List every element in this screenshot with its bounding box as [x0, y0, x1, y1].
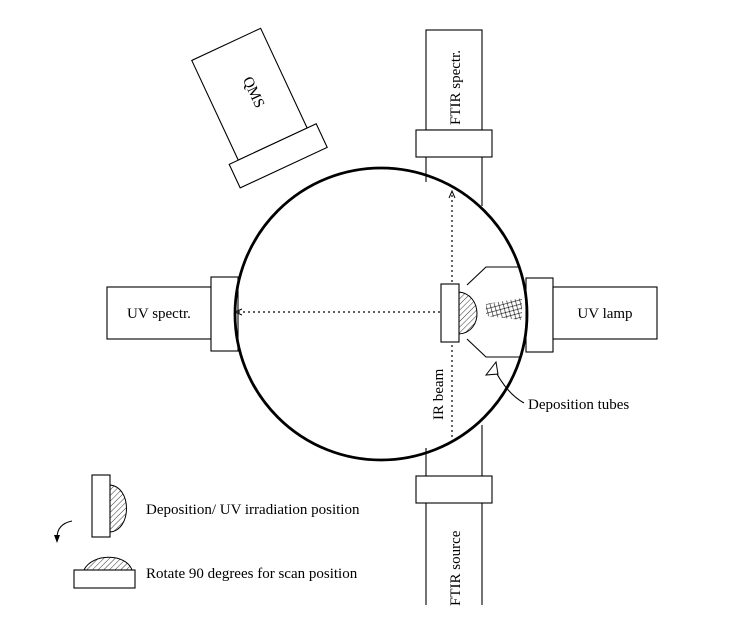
deposition-tubes-label: Deposition tubes [528, 397, 629, 413]
qms-flange [228, 123, 328, 189]
qms: QMS [191, 27, 328, 189]
legend-scan-item: Rotate 90 degrees for scan position [73, 556, 358, 589]
ftir-spectrometer: FTIR spectr. [415, 29, 493, 206]
vacuum-chamber [233, 166, 529, 462]
uv-spectrometer: UV spectr. [106, 276, 239, 352]
ftir-source-flange [415, 475, 493, 504]
legend-deposition-item: Deposition/ UV irradiation position [91, 474, 360, 538]
uv-lamp-flange [525, 277, 554, 353]
rotate-arrow-icon [54, 520, 73, 543]
uv-spectr-label: UV spectr. [127, 306, 191, 322]
ftir-spectr-flange [415, 129, 493, 158]
deposition-tubes: Deposition tubes [466, 266, 629, 413]
deposition-spray [486, 298, 522, 320]
ir-beam-label: IR beam [431, 368, 447, 420]
legend: Deposition/ UV irradiation position Rota… [54, 474, 360, 589]
deposition-tubes-pointer [484, 360, 499, 376]
sample-holder [440, 283, 478, 343]
uv-spectr-flange [210, 276, 239, 352]
ir-beam-arrowhead [448, 189, 456, 199]
ftir-source-label: FTIR source [448, 530, 464, 606]
legend-scan-label: Rotate 90 degrees for scan position [146, 566, 358, 582]
uv-lamp-label: UV lamp [577, 306, 632, 322]
uv-lamp: UV lamp [525, 277, 658, 353]
deposit-layer [458, 291, 478, 335]
ftir-source: FTIR source [415, 425, 493, 606]
uv-beam-arrowhead [233, 308, 243, 316]
ftir-spectr-label: FTIR spectr. [448, 50, 464, 125]
legend-deposition-label: Deposition/ UV irradiation position [146, 502, 360, 518]
